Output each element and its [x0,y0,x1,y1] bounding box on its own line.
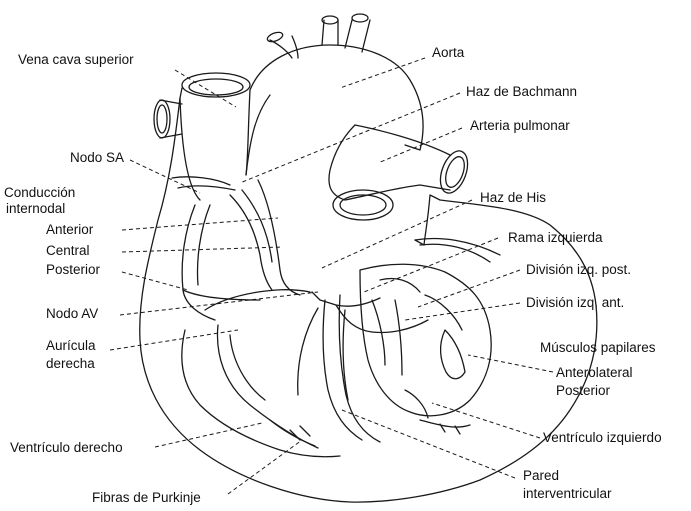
leader-fibras [228,440,302,494]
leader-central [122,247,282,252]
pulmonary-opening-right [435,147,473,197]
label-musculos-papilares: Músculos papilares [540,340,656,356]
label-haz-his: Haz de His [480,190,546,206]
leader-bachmann [240,93,460,183]
leader-anterior [122,218,278,230]
leader-auricula [110,330,238,350]
label-ventriculo-izquierdo: Ventrículo izquierdo [543,430,662,446]
pulmonary-artery-shape [329,125,450,200]
label-pared-2: interventricular [523,486,612,502]
label-aorta: Aorta [432,45,464,61]
label-division-post: División izq. post. [526,262,631,278]
label-posterior-right: Posterior [556,383,610,399]
label-auricula-1: Aurícula [46,338,96,354]
label-fibras-purkinje: Fibras de Purkinje [92,490,201,506]
label-rama-izquierda: Rama izquierda [508,230,603,246]
leader-div-ant [405,303,520,320]
label-anterior: Anterior [46,222,93,238]
label-nodo-av: Nodo AV [46,306,98,322]
leader-pared [342,410,515,478]
label-auricula-2: derecha [46,356,95,372]
label-conduccion-1: Conducción [4,185,75,201]
label-ventriculo-derecho: Ventrículo derecho [10,440,123,456]
label-arteria-pulmonar: Arteria pulmonar [470,118,570,134]
leader-ventriculo-derecho [155,423,262,447]
label-conduccion-2: internodal [6,201,65,217]
label-pared-1: Pared [523,468,559,484]
leader-nodo-av [120,292,318,315]
label-division-ant: División izq. ant. [526,295,624,311]
label-posterior-left: Posterior [46,262,100,278]
label-anterolateral: Anterolateral [556,365,633,381]
superior-vena-cava-shape [180,88,250,200]
leader-posterior [122,272,188,290]
label-vena-cava-superior: Vena cava superior [18,52,134,68]
leader-ventriculo-izq [432,403,540,438]
label-central: Central [46,243,90,259]
label-haz-bachmann: Haz de Bachmann [466,84,577,100]
svc-opening [182,73,250,97]
leader-anterolateral [468,355,553,372]
label-nodo-sa: Nodo SA [70,150,124,166]
